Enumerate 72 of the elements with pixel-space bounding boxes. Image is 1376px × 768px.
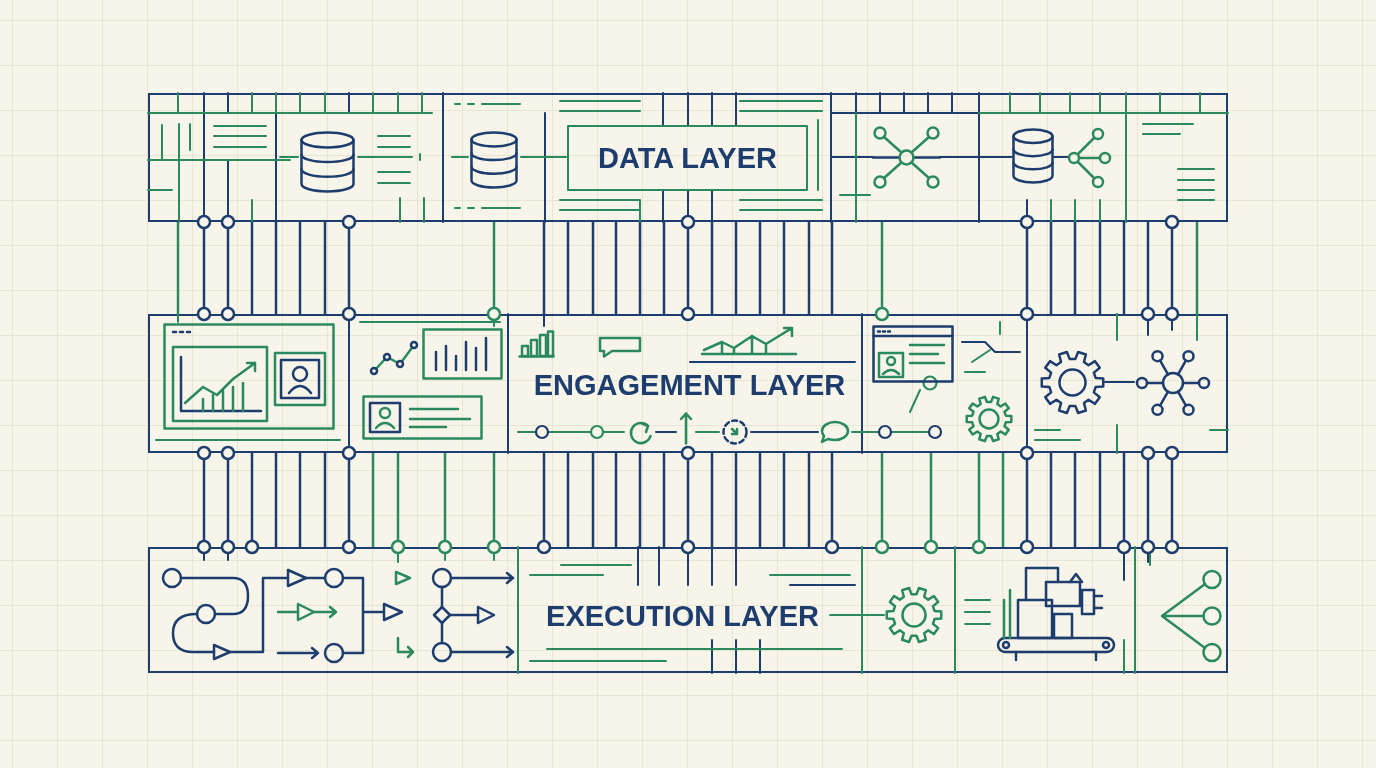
connector-line [1140,222,1156,322]
layer-title: ENGAGEMENT LAYER [533,368,846,401]
connector-line [1122,222,1126,314]
connector-line [244,453,260,555]
connector-line [1049,453,1053,547]
connector-line [830,222,834,314]
connector-line [734,222,738,314]
connector-line [807,222,811,314]
connector-line [1195,222,1199,314]
connector-line [196,445,212,555]
layer-title: DATA LAYER [598,141,777,174]
connector-line [1098,222,1102,314]
connector-line [782,222,786,314]
connector-line [782,453,786,547]
connector-line [1164,445,1180,555]
connector-line [220,214,236,322]
connector-line [614,222,618,314]
connector-line [710,453,714,547]
connector-line [758,222,762,314]
connector-line [680,214,696,322]
connector-line [274,453,278,547]
connector-line [874,453,890,555]
connector-line [250,222,254,314]
connector-line [371,453,375,547]
connector-line [662,453,666,547]
connector-line [1001,453,1005,547]
connector-line [1019,445,1035,555]
connector-line [486,222,502,322]
connector-line [662,222,666,314]
connector-line [1116,453,1132,555]
connector-line [542,222,546,314]
connector-line [176,222,180,314]
connector-line [274,222,278,314]
connector-line [437,453,453,555]
connector-line [220,445,236,555]
connector-line [486,453,502,555]
connector-line [638,453,642,547]
connector-line [680,445,696,555]
connector-line [638,222,642,314]
connector-line [566,222,570,314]
connector-line [1098,453,1102,547]
layer-band [148,93,1228,222]
connector-line [1073,453,1077,547]
connector-line [298,453,302,547]
layer-band [148,547,1228,673]
connector-line [1140,445,1156,555]
connector-line [298,222,302,314]
connector-line [390,453,406,555]
connector-line [824,453,840,555]
connector-line [566,453,570,547]
connector-line [323,453,327,547]
connector-line [807,453,811,547]
connector-line [1073,222,1077,314]
layer-band [148,314,1228,453]
layer-title: EXECUTION LAYER [546,599,819,632]
connector-line [341,445,357,555]
connector-line [710,222,714,314]
connector-line [1049,222,1053,314]
connector-line [591,222,595,314]
connector-line [1019,214,1035,322]
connector-line [196,214,212,322]
connector-line [734,453,738,547]
connector-line [323,222,327,314]
connector-line [971,453,987,555]
connector-line [874,222,890,322]
connector-line [758,453,762,547]
connector-line [536,453,552,555]
connector-line [591,453,595,547]
connector-line [341,214,357,322]
connector-line [1164,214,1180,322]
connector-line [923,453,939,555]
connector-line [614,453,618,547]
